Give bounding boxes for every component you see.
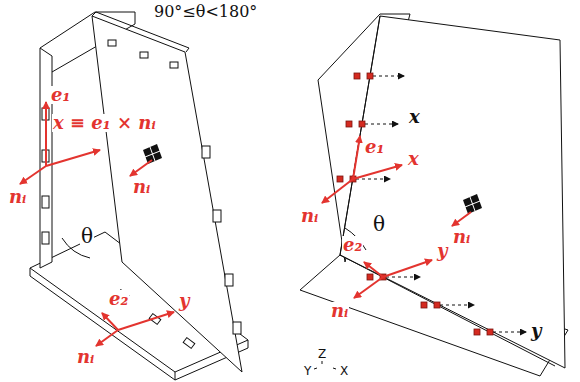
vector-label: x xyxy=(407,150,420,168)
axis-label: Y xyxy=(303,365,312,377)
vector-label: y xyxy=(436,242,448,260)
axis-label: Z xyxy=(317,348,327,360)
angle-label: θ xyxy=(372,214,386,234)
axis-label: X xyxy=(339,365,349,377)
vector-label: e₂ xyxy=(342,236,363,254)
vector-label: e₁ xyxy=(364,138,385,156)
vector-label: nᵢ xyxy=(8,188,27,206)
vector-label: nᵢ xyxy=(300,207,319,225)
angle-label: θ xyxy=(80,226,94,246)
vector-label: nᵢ xyxy=(330,302,349,320)
vector-label: y xyxy=(178,292,190,310)
vector-label: nᵢ xyxy=(132,178,151,196)
vector-label: e₁ xyxy=(50,86,71,104)
figure-title: 90°≤θ<180° xyxy=(153,4,258,20)
vector-label: x xyxy=(408,108,421,126)
vector-label: nᵢ xyxy=(76,348,95,366)
vector-label: y xyxy=(530,322,542,340)
vector-label: nᵢ xyxy=(452,228,471,246)
formula-label: x ≡ e₁ × nᵢ xyxy=(52,114,157,132)
vector-label: e₂ xyxy=(108,290,129,308)
